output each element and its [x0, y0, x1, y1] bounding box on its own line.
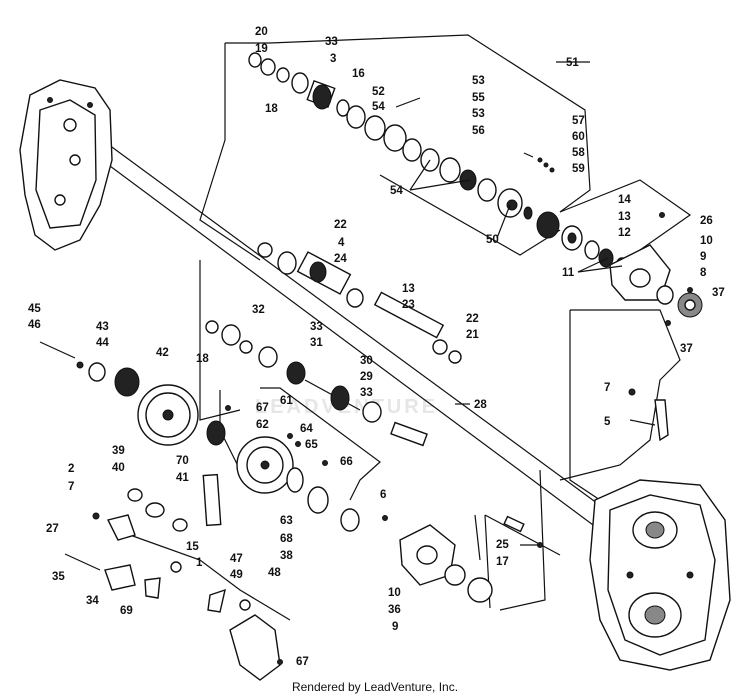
callout-13a: 13: [618, 211, 631, 223]
callout-27: 27: [46, 523, 59, 535]
callout-29: 29: [360, 371, 373, 383]
callout-23: 23: [402, 299, 415, 311]
callout-59: 59: [572, 163, 585, 175]
callout-66: 66: [340, 456, 353, 468]
callout-53b: 53: [472, 108, 485, 120]
callout-47: 47: [230, 553, 243, 565]
callout-33: 33: [325, 36, 338, 48]
callout-46: 46: [28, 319, 41, 331]
right-housing: [589, 479, 731, 671]
callout-10b: 10: [388, 587, 401, 599]
callout-53a: 53: [472, 75, 485, 87]
callout-64: 64: [300, 423, 313, 435]
small-pins: [523, 152, 555, 173]
callout-16: 16: [352, 68, 365, 80]
callout-41: 41: [176, 472, 189, 484]
callout-13b: 13: [402, 283, 415, 295]
callout-34: 34: [86, 595, 99, 607]
left-housing: [19, 79, 113, 251]
callout-68: 68: [280, 533, 293, 545]
callout-50: 50: [486, 234, 499, 246]
bracket: [628, 388, 669, 442]
callout-54b: 54: [390, 185, 403, 197]
callout-4: 4: [338, 237, 345, 249]
callout-43: 43: [96, 321, 109, 333]
callout-70: 70: [176, 455, 189, 467]
callout-17: 17: [496, 556, 509, 568]
callout-18: 18: [265, 103, 278, 115]
callout-25: 25: [496, 539, 509, 551]
callout-1: 1: [196, 557, 203, 569]
callout-37a: 37: [712, 287, 725, 299]
callout-69: 69: [120, 605, 133, 617]
callout-52: 52: [372, 86, 385, 98]
footer-credit: Rendered by LeadVenture, Inc.: [291, 680, 459, 694]
callout-35: 35: [52, 571, 65, 583]
callout-67a: 67: [256, 402, 269, 414]
callout-26: 26: [700, 215, 713, 227]
callout-42: 42: [156, 347, 169, 359]
callout-63: 63: [280, 515, 293, 527]
callout-60: 60: [572, 131, 585, 143]
callout-55: 55: [472, 92, 485, 104]
label-leaders: [395, 61, 656, 546]
callout-5: 5: [604, 416, 611, 428]
callout-38: 38: [280, 550, 293, 562]
callout-56: 56: [472, 125, 485, 137]
gear-group: [39, 341, 360, 532]
callout-2: 2: [68, 463, 74, 475]
callout-14: 14: [618, 194, 631, 206]
callout-10a: 10: [700, 235, 713, 247]
callout-24: 24: [334, 253, 347, 265]
callout-19: 19: [255, 43, 268, 55]
callout-8: 8: [700, 267, 707, 279]
callout-39: 39: [112, 445, 125, 457]
callout-6: 6: [380, 489, 386, 501]
callout-51: 51: [566, 57, 579, 69]
callout-28: 28: [474, 399, 487, 411]
callout-54a: 54: [372, 101, 385, 113]
callout-9a: 9: [700, 251, 706, 263]
callout-20: 20: [255, 26, 268, 38]
callout-22a: 22: [334, 219, 347, 231]
callout-45: 45: [28, 303, 41, 315]
callout-3: 3: [330, 53, 336, 65]
callout-65: 65: [305, 439, 318, 451]
callout-15: 15: [186, 541, 199, 553]
callout-7b: 7: [604, 382, 610, 394]
callout-9b: 9: [392, 621, 398, 633]
callout-18b: 18: [196, 353, 209, 365]
callout-7a: 7: [68, 481, 74, 493]
callout-49: 49: [230, 569, 243, 581]
callout-67b: 67: [296, 656, 309, 668]
callout-11: 11: [562, 267, 575, 279]
lower-shaft-parts: [205, 320, 428, 447]
callout-36: 36: [388, 604, 401, 616]
callout-22b: 22: [466, 313, 479, 325]
callout-37b: 37: [680, 343, 693, 355]
callout-48: 48: [268, 567, 281, 579]
callout-33b: 33: [310, 321, 323, 333]
callout-57: 57: [572, 115, 585, 127]
callout-33c: 33: [360, 387, 373, 399]
callout-44: 44: [96, 337, 109, 349]
callout-12: 12: [618, 227, 631, 239]
callout-61: 61: [280, 395, 293, 407]
callout-30: 30: [360, 355, 373, 367]
middle-shaft-parts: [257, 242, 462, 364]
callout-31: 31: [310, 337, 323, 349]
callout-58: 58: [572, 147, 585, 159]
callout-32: 32: [252, 304, 265, 316]
callout-21: 21: [466, 329, 479, 341]
callout-labels: 20 19 18 33 3 16 52 54 53 55 53 56 51 57…: [28, 26, 725, 668]
tensioner-parts: [64, 473, 283, 681]
callout-40: 40: [112, 462, 125, 474]
bearing-cap: [382, 515, 543, 603]
upper-shaft-parts: [248, 52, 703, 326]
callout-62: 62: [256, 419, 269, 431]
